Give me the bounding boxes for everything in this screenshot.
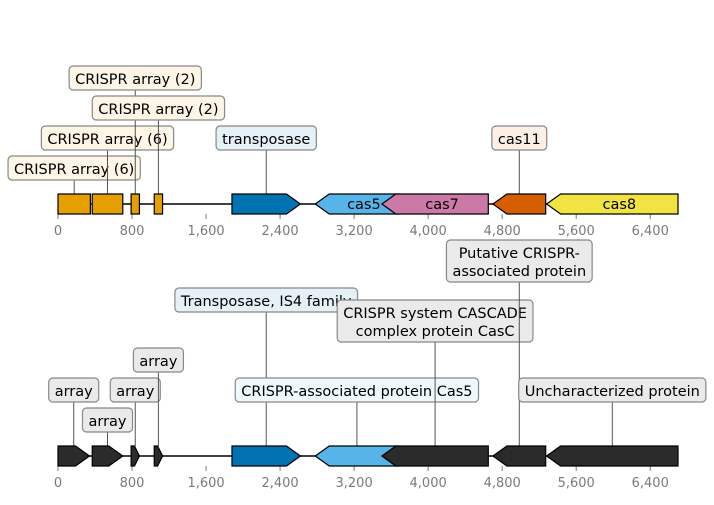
gene-label-box bbox=[81, 407, 134, 433]
track-top: 0 800 1,600 2,400 3,200 4,000 4,800 5,600 6,400 C… bbox=[7, 65, 679, 239]
axis-tick-label: 4,000 bbox=[410, 476, 447, 491]
axis-tick-label: 2,400 bbox=[261, 476, 298, 491]
gene-label-box bbox=[132, 347, 185, 373]
gene-label-box bbox=[215, 125, 317, 151]
gene-label: array bbox=[139, 354, 177, 370]
gene-feature bbox=[91, 193, 124, 215]
gene-label: array bbox=[55, 384, 93, 400]
gene-feature bbox=[545, 445, 679, 467]
axis-tick-label: 800 bbox=[120, 224, 145, 239]
axis-tick-label: 3,200 bbox=[336, 476, 373, 491]
gene-feature bbox=[130, 445, 141, 467]
gene-label: CRISPR array (6) bbox=[14, 162, 134, 178]
gene-label: Transposase, IS4 family bbox=[180, 294, 352, 310]
axis-tick-label: 4,800 bbox=[484, 224, 521, 239]
gene-label-box bbox=[336, 299, 534, 343]
gene-feature bbox=[545, 193, 679, 215]
axis-tick-label: 0 bbox=[54, 476, 62, 491]
axis-tick-label: 0 bbox=[54, 224, 62, 239]
gene-label: array bbox=[116, 384, 154, 400]
gene-label-box bbox=[109, 377, 161, 403]
gene-label: CRISPR-associated protein Cas5 bbox=[241, 384, 472, 400]
gene-inline-label: cas7 bbox=[425, 197, 459, 213]
gene-feature bbox=[57, 445, 91, 467]
axis-tick-label: 6,400 bbox=[632, 224, 669, 239]
axis-tick-label: 800 bbox=[120, 476, 145, 491]
axis-tick-label: 4,000 bbox=[410, 224, 447, 239]
axis-tick-label: 2,400 bbox=[261, 224, 298, 239]
track-bottom: 0 800 1,600 2,400 3,200 4,000 4,800 5,600 6,400 a… bbox=[48, 239, 707, 491]
axis-tick-label: 6,400 bbox=[632, 476, 669, 491]
gene-label-box bbox=[91, 95, 226, 121]
gene-label-box bbox=[491, 125, 548, 151]
gene-feature bbox=[57, 193, 91, 215]
gene-feature bbox=[153, 193, 164, 215]
gene-label: CRISPR array (2) bbox=[98, 102, 218, 118]
gene-inline-label: cas8 bbox=[602, 197, 636, 213]
gene-label: cas11 bbox=[498, 132, 541, 148]
gene-label: CRISPR array (2) bbox=[75, 72, 195, 88]
gene-feature bbox=[231, 445, 302, 467]
axis-tick-label: 1,600 bbox=[187, 224, 224, 239]
gene-label: Uncharacterized protein bbox=[525, 384, 700, 400]
gene-label: Putative CRISPR-associated protein bbox=[452, 246, 586, 280]
axis-tick-label: 5,600 bbox=[558, 224, 595, 239]
gene-label: CRISPR array (6) bbox=[47, 132, 167, 148]
gene-feature bbox=[491, 193, 547, 215]
axis-tick-label: 5,600 bbox=[558, 476, 595, 491]
gene-label-box bbox=[234, 377, 480, 403]
gene-label-box bbox=[68, 65, 203, 91]
axis-tick-label: 4,800 bbox=[484, 476, 521, 491]
gene-label: transposase bbox=[222, 132, 310, 148]
axis-tick-label: 1,600 bbox=[187, 476, 224, 491]
axis-tick-label: 3,200 bbox=[336, 224, 373, 239]
gene-feature bbox=[380, 445, 489, 467]
gene-feature bbox=[491, 445, 547, 467]
gene-inline-label: cas5 bbox=[347, 197, 381, 213]
gene-feature bbox=[380, 193, 489, 215]
gene-label-box bbox=[518, 377, 707, 403]
gene-feature bbox=[91, 445, 124, 467]
gene-label-box bbox=[48, 377, 100, 403]
gene-label-box bbox=[445, 239, 593, 283]
gene-feature bbox=[153, 445, 164, 467]
gene-label-box bbox=[40, 125, 175, 151]
gene-label: array bbox=[88, 414, 126, 430]
gene-feature bbox=[231, 193, 302, 215]
gene-feature bbox=[130, 193, 141, 215]
